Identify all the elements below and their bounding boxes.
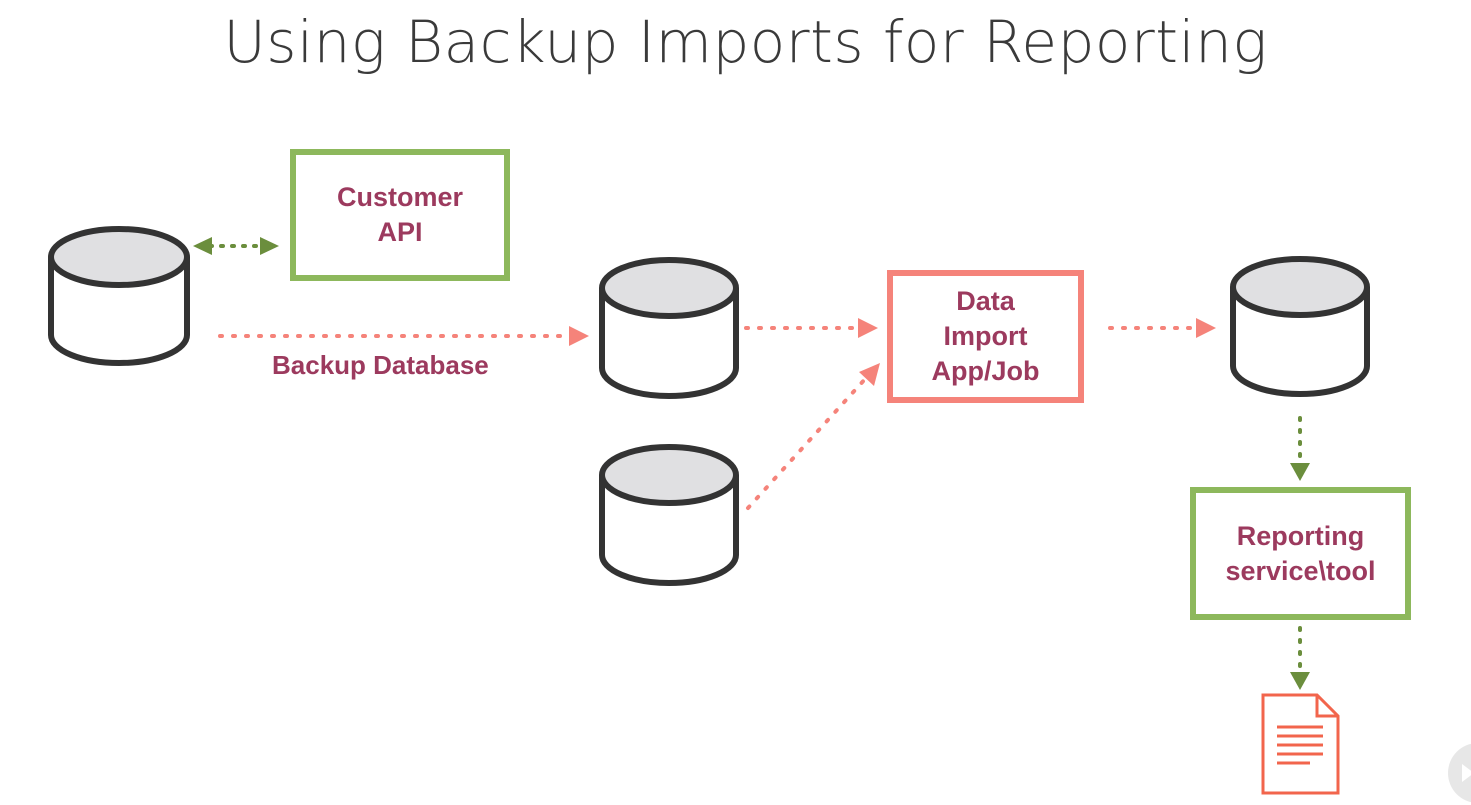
report-document-icon bbox=[1261, 693, 1340, 795]
source-database-icon bbox=[48, 226, 190, 366]
slide-title: Using Backup Imports for Reporting bbox=[223, 8, 1268, 76]
api-sync-arrow bbox=[193, 237, 279, 255]
play-button[interactable] bbox=[1448, 743, 1471, 803]
import-arrow-top bbox=[744, 318, 878, 338]
reporting-tool-box: Reporting service\tool bbox=[1190, 487, 1411, 620]
secondary-database-icon bbox=[599, 444, 739, 586]
backup-arrow bbox=[218, 326, 589, 346]
customer-api-box: Customer API bbox=[290, 149, 510, 281]
backup-database-icon bbox=[599, 257, 739, 399]
export-arrow bbox=[1108, 318, 1216, 338]
data-import-label: Data Import App/Job bbox=[931, 286, 1040, 386]
backup-database-label: Backup Database bbox=[272, 350, 489, 380]
reporting-tool-label: Reporting service\tool bbox=[1225, 520, 1376, 586]
report-output-arrow bbox=[1290, 626, 1310, 690]
import-arrow-diagonal bbox=[746, 363, 880, 510]
reporting-arrow bbox=[1290, 416, 1310, 481]
reporting-database-icon bbox=[1230, 256, 1370, 397]
customer-api-label: Customer API bbox=[336, 182, 464, 247]
data-import-box: Data Import App/Job bbox=[887, 270, 1084, 403]
